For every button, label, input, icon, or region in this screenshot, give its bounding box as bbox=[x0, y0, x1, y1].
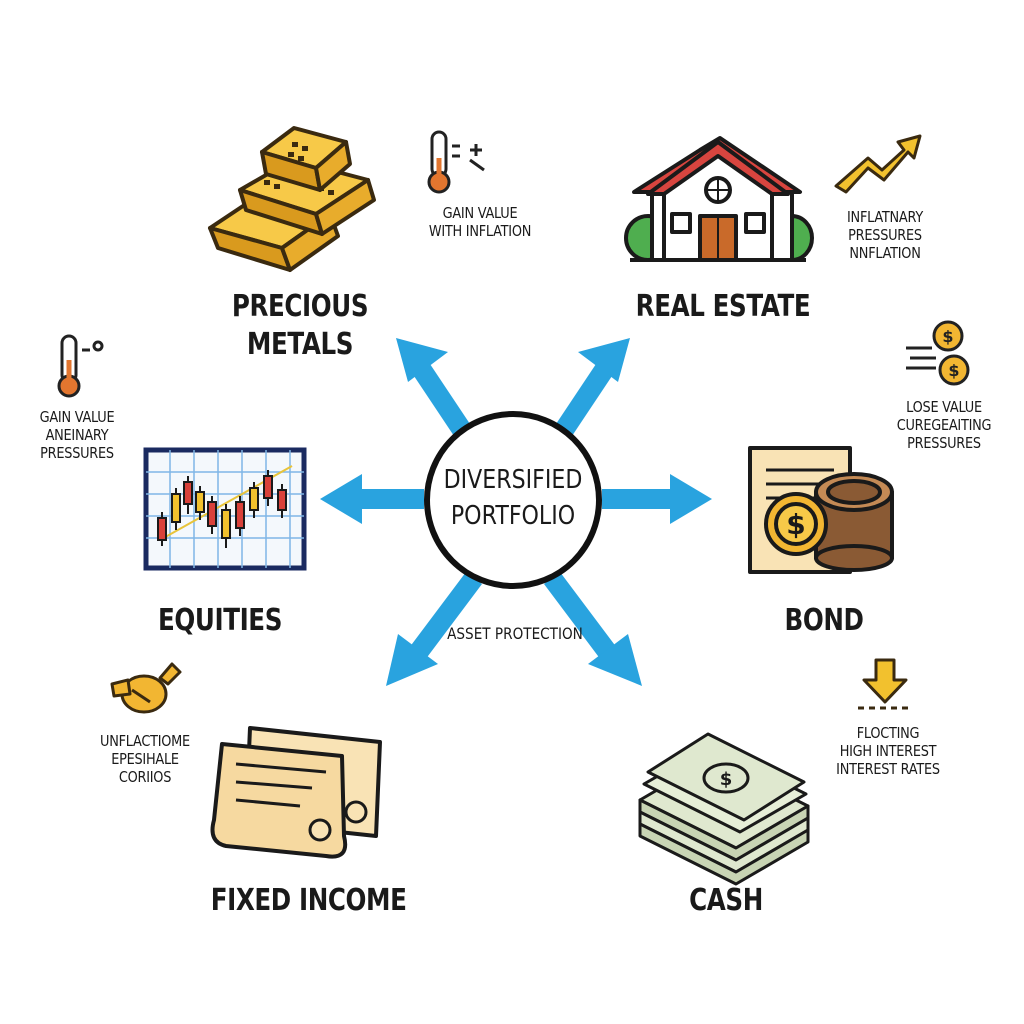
note-line: FLOCTING bbox=[856, 724, 920, 742]
note-line: EPESIHALE bbox=[111, 750, 179, 768]
center-caption: ASSET PROTECTION bbox=[447, 624, 583, 643]
svg-text:$: $ bbox=[948, 361, 959, 380]
svg-text:$: $ bbox=[942, 327, 953, 346]
note-line: PRESSURES bbox=[907, 434, 981, 452]
label-cash: CASH bbox=[689, 883, 763, 918]
center-title-line1: DIVERSIFIED bbox=[443, 465, 583, 495]
note-gain-value-inflation: GAIN VALUE WITH INFLATION bbox=[411, 204, 549, 240]
note-line: INFLATNARY bbox=[847, 208, 923, 226]
note-line: HIGH INTEREST bbox=[839, 742, 937, 760]
note-inflationary-pressures: INFLATNARY PRESSURES NNFLATION bbox=[829, 208, 941, 262]
candlestick-chart-icon bbox=[143, 447, 307, 571]
note-line: INTEREST RATES bbox=[836, 760, 940, 778]
trend-arrow-icon bbox=[834, 134, 922, 194]
note-line: WITH INFLATION bbox=[428, 222, 532, 240]
note-line: CUREGEAITING bbox=[896, 416, 992, 434]
label-precious-metals-line1: PRECIOUS bbox=[231, 289, 369, 324]
note-left-lower: UNFLACTIOME EPESIHALE CORIIOS bbox=[89, 732, 201, 786]
note-line: GAIN VALUE bbox=[39, 408, 115, 426]
spoke-arrows bbox=[320, 338, 712, 686]
label-precious-metals-line2: METALS bbox=[246, 327, 354, 362]
money-bag-icon bbox=[110, 662, 182, 714]
note-gain-value-left: GAIN VALUE ANEINARY PRESSURES bbox=[21, 408, 133, 462]
svg-text:$: $ bbox=[786, 508, 805, 541]
center-circle bbox=[424, 411, 602, 589]
house-icon bbox=[624, 136, 814, 262]
scroll-certificate-icon bbox=[210, 726, 382, 859]
arrow-to-bond bbox=[602, 474, 712, 524]
bond-document-coins-icon: $ bbox=[748, 446, 894, 574]
label-fixed-income: FIXED INCOME bbox=[210, 883, 407, 918]
label-precious-metals: PRECIOUS METALS bbox=[218, 288, 382, 364]
note-line: PRESSURES bbox=[40, 444, 114, 462]
label-real-estate: REAL ESTATE bbox=[635, 289, 811, 324]
note-line: GAIN VALUE bbox=[442, 204, 518, 222]
thermometer-left-icon bbox=[57, 334, 104, 398]
note-line: ANEINARY bbox=[45, 426, 109, 444]
note-line: NNFLATION bbox=[849, 244, 921, 262]
cash-stack-icon: $ bbox=[638, 732, 810, 886]
gold-bars-icon bbox=[208, 126, 376, 272]
thermometer-icon bbox=[427, 130, 485, 194]
arrow-to-equities bbox=[320, 474, 424, 524]
note-line: PRESSURES bbox=[848, 226, 922, 244]
note-interest-rates: FLOCTING HIGH INTEREST INTEREST RATES bbox=[828, 724, 948, 778]
note-line: CORIIOS bbox=[118, 768, 172, 786]
note-line: LOSE VALUE bbox=[906, 398, 982, 416]
center-title-line2: PORTFOLIO bbox=[450, 501, 576, 531]
coin-stack-icon: $ $ bbox=[906, 320, 970, 386]
label-equities: EQUITIES bbox=[157, 603, 283, 638]
label-bond: BOND bbox=[784, 603, 864, 638]
svg-text:$: $ bbox=[720, 769, 733, 790]
center-title: DIVERSIFIED PORTFOLIO bbox=[442, 462, 583, 534]
note-lose-value: LOSE VALUE CUREGEAITING PRESSURES bbox=[884, 398, 1004, 452]
note-line: UNFLACTIOME bbox=[100, 732, 190, 750]
arrow-to-real-estate bbox=[548, 338, 630, 448]
arrow-to-cash bbox=[544, 572, 642, 686]
down-arrow-icon bbox=[858, 658, 912, 710]
arrow-to-precious-metals bbox=[396, 338, 478, 448]
arrow-to-fixed-income bbox=[386, 572, 482, 686]
